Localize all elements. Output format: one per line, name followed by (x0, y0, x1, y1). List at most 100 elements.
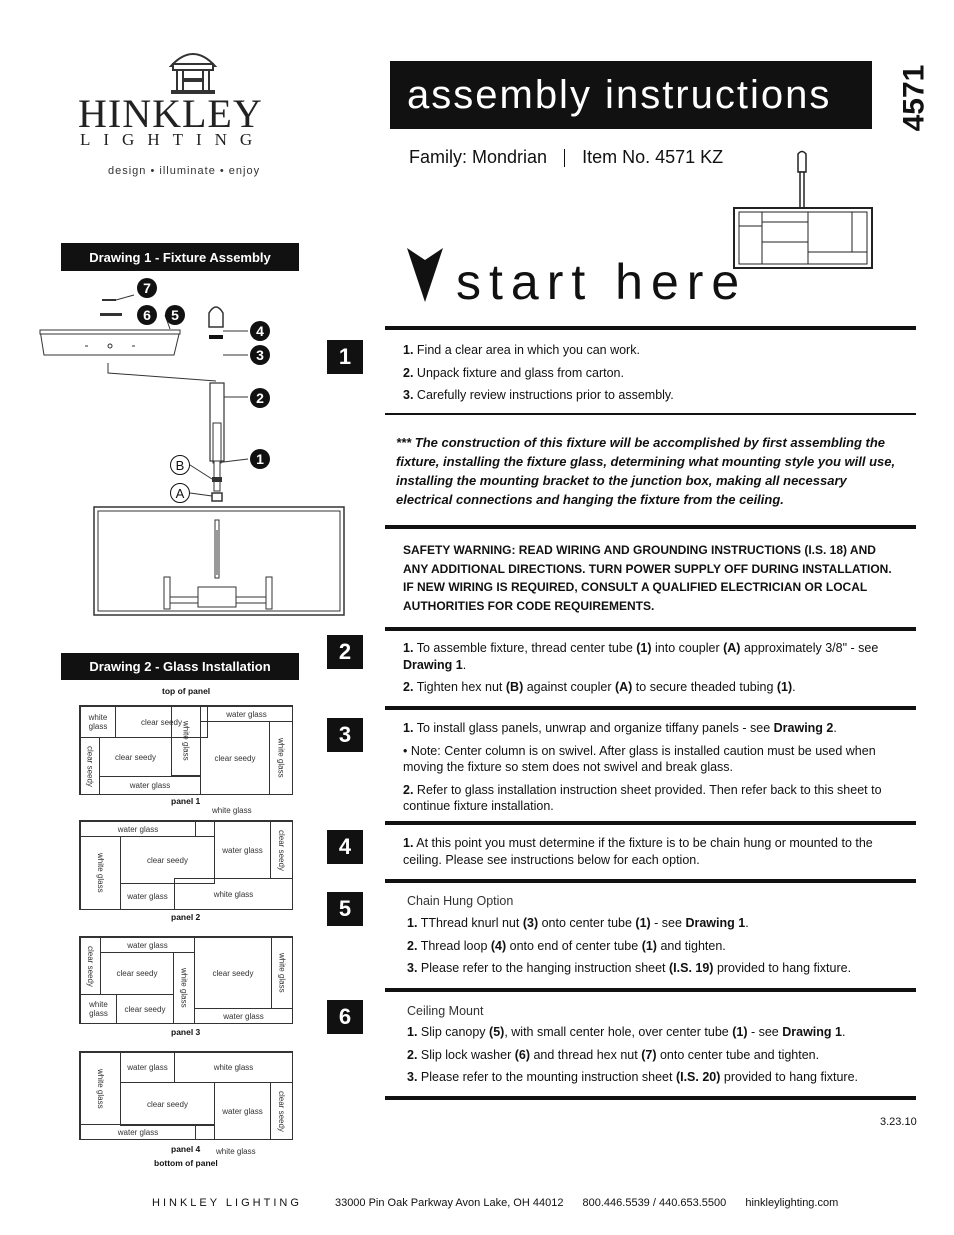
family-label: Family: Mondrian (409, 147, 548, 167)
drawing1-label: Drawing 1 - Fixture Assembly (61, 243, 299, 271)
brand-name: HINKLEY (78, 91, 263, 136)
step-4-list: 1. At this point you must determine if t… (403, 835, 913, 874)
callout-1: 1 (250, 449, 270, 469)
start-here-heading: start here (456, 254, 748, 310)
item-label: Item No. 4571 KZ (582, 147, 724, 167)
chain-hung-title: Chain Hung Option (407, 894, 514, 908)
step-5-list: 1. TThread knurl nut (3) onto center tub… (407, 915, 912, 983)
step-5-item: 2. Thread loop (4) onto end of center tu… (407, 938, 726, 953)
callout-a: A (170, 483, 190, 503)
glass-cell: water glass (214, 821, 271, 879)
glass-cell: clear seedy (120, 836, 215, 884)
glass-panel-4: white glass water glass white glass clea… (79, 1051, 293, 1140)
step-1-list: 1. Find a clear area in which you can wo… (403, 342, 913, 410)
callout-7: 7 (137, 278, 157, 298)
glass-cell: water glass (100, 937, 195, 953)
glass-cell: white glass (80, 994, 117, 1024)
step-3-item: 1. To install glass panels, unwrap and o… (403, 721, 837, 735)
logo-emblem-icon (168, 53, 218, 94)
glass-cell: clear seedy (120, 1082, 215, 1126)
glass-panel-2: water glass white glass clear seedy wate… (79, 820, 293, 910)
glass-cell: white glass (173, 952, 195, 1024)
glass-cell: clear seedy (270, 821, 293, 879)
step-6-list: 1. Slip canopy (5), with small center ho… (407, 1024, 912, 1092)
panel-1-label: panel 1 (171, 796, 201, 806)
panel-4-glass-callout: white glass (216, 1147, 256, 1156)
panel-4-label: panel 4 (171, 1144, 201, 1154)
glass-cell: water glass (214, 1082, 271, 1140)
glass-cell (195, 821, 215, 837)
glass-cell: water glass (200, 706, 293, 722)
glass-cell: clear seedy (99, 737, 172, 777)
ceiling-mount-title: Ceiling Mount (407, 1004, 484, 1018)
family-line: Family: Mondrian Item No. 4571 KZ (409, 147, 723, 168)
glass-cell: clear seedy (80, 737, 100, 795)
glass-panel-3: clear seedy water glass clear seedy whit… (79, 936, 293, 1024)
step-2-item: 2. Tighten hex nut (B) against coupler (… (403, 680, 796, 694)
glass-cell: white glass (80, 836, 121, 910)
step-1-item: 1. Find a clear area in which you can wo… (403, 343, 640, 357)
glass-cell: white glass (80, 1052, 121, 1125)
callout-6: 6 (137, 305, 157, 325)
revision-date: 3.23.10 (880, 1116, 917, 1128)
item-number: 4571 (897, 64, 930, 132)
glass-cell: water glass (120, 1052, 175, 1083)
footer-address: 33000 Pin Oak Parkway Avon Lake, OH 4401… (334, 1197, 564, 1209)
footer-phone: 800.446.5539 / 440.653.5500 (582, 1197, 727, 1209)
logo: HINKLEY LIGHTING design • illuminate • e… (78, 42, 308, 182)
step-1-divider (385, 413, 916, 415)
step-6-item: 3. Please refer to the mounting instruct… (407, 1070, 858, 1084)
step-1-number: 1 (327, 340, 363, 374)
step-2-list: 1. To assemble fixture, thread center tu… (403, 640, 913, 702)
callout-3: 3 (250, 345, 270, 365)
step-4-rule (385, 821, 916, 825)
glass-cell: clear seedy (80, 937, 101, 995)
glass-cell: clear seedy (100, 952, 174, 995)
glass-cell: white glass (174, 878, 293, 910)
footer-company: HINKLEY LIGHTING (152, 1197, 302, 1209)
step-3-list: 1. To install glass panels, unwrap and o… (403, 720, 913, 821)
step-3-number: 3 (327, 718, 363, 752)
step-6-bottom-rule (385, 1096, 916, 1100)
step-1-rule (385, 326, 916, 330)
step-3-note: • Note: Center column is on swivel. Afte… (403, 743, 876, 775)
step-1-item: 3. Carefully review instructions prior t… (403, 388, 674, 402)
glass-cell: water glass (194, 1008, 293, 1024)
step-4-number: 4 (327, 830, 363, 864)
glass-cell: white glass (269, 721, 293, 795)
step-2-item: 1. To assemble fixture, thread center tu… (403, 641, 879, 672)
step-1-item: 2. Unpack fixture and glass from carton. (403, 365, 624, 380)
step-3-rule (385, 706, 916, 710)
drawing2-label: Drawing 2 - Glass Installation (61, 653, 299, 680)
step-5-item: 1. TThread knurl nut (3) onto center tub… (407, 916, 749, 930)
bottom-of-panel-label: bottom of panel (154, 1158, 218, 1168)
warning-rule (385, 525, 916, 529)
callout-5: 5 (165, 305, 185, 325)
footer: HINKLEY LIGHTING 33000 Pin Oak Parkway A… (152, 1197, 912, 1209)
step-3-item: 2. Refer to glass installation instructi… (403, 782, 882, 814)
callout-4: 4 (250, 321, 270, 341)
glass-cell (195, 1124, 215, 1140)
glass-cell: water glass (80, 821, 196, 837)
fixture-assembly-diagram (39, 294, 345, 616)
glass-cell: clear seedy (194, 937, 272, 1009)
step-4-item: 1. At this point you must determine if t… (403, 836, 873, 867)
callout-2: 2 (250, 388, 270, 408)
glass-cell: white glass (174, 1052, 293, 1083)
panel-3-label: panel 3 (171, 1027, 201, 1037)
brand-sub: LIGHTING (80, 130, 266, 149)
glass-cell: clear seedy (116, 994, 174, 1024)
tagline: design • illuminate • enjoy (108, 165, 261, 177)
construction-note: *** The construction of this fixture wil… (396, 435, 896, 507)
footer-website[interactable]: hinkleylighting.com (745, 1197, 839, 1209)
glass-cell: water glass (120, 883, 175, 910)
fixture-thumbnail-icon (733, 150, 873, 269)
panel-2-glass-callout: white glass (212, 806, 252, 815)
step-5-item: 3. Please refer to the hanging instructi… (407, 961, 852, 975)
step-6-number: 6 (327, 1000, 363, 1034)
glass-cell: clear seedy (200, 721, 270, 795)
glass-cell: water glass (99, 776, 201, 795)
top-of-panel-label: top of panel (162, 686, 211, 696)
safety-warning: SAFETY WARNING: READ WIRING AND GROUNDIN… (403, 543, 892, 613)
glass-cell: white glass (80, 706, 116, 738)
